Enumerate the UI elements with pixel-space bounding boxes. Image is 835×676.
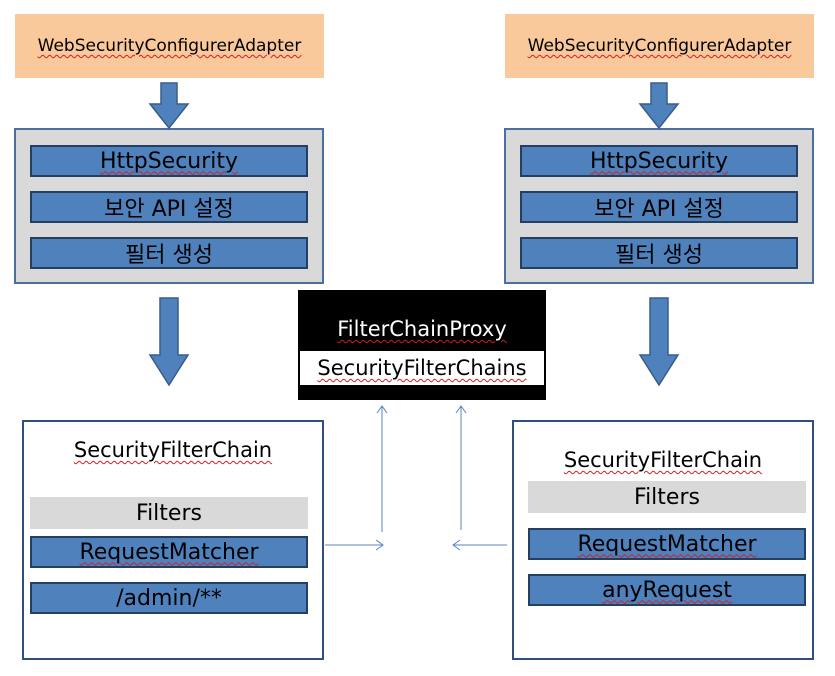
left-panel-down-arrow xyxy=(148,297,190,387)
right-adapter-down-arrow xyxy=(638,82,680,130)
filterchainproxy-title: FilterChainProxy xyxy=(298,317,546,341)
right-adapter-box: WebSecurityConfigurerAdapter xyxy=(505,14,814,78)
right-chain-title-text: SecurityFilterChain xyxy=(563,448,763,472)
right-requestmatcher-label: RequestMatcher xyxy=(577,531,757,557)
right-httpsecurity-bar: HttpSecurity xyxy=(520,145,798,177)
right-pattern-bar: anyRequest xyxy=(528,574,806,606)
left-chain-title-text: SecurityFilterChain xyxy=(73,438,273,462)
right-adapter-label: WebSecurityConfigurerAdapter xyxy=(527,36,792,56)
left-adapter-label: WebSecurityConfigurerAdapter xyxy=(37,36,302,56)
right-filters-row: Filters xyxy=(528,481,806,513)
right-api-config-bar: 보안 API 설정 xyxy=(520,191,798,223)
left-connector-arrowhead-right xyxy=(375,539,384,551)
left-requestmatcher-label: RequestMatcher xyxy=(79,539,259,565)
right-filter-create-label: 필터 생성 xyxy=(615,243,703,268)
left-pattern-label: /admin/** xyxy=(116,585,222,611)
right-filters-label: Filters xyxy=(634,484,700,510)
left-connector-arrowhead-up xyxy=(376,405,388,414)
left-httpsecurity-label: HttpSecurity xyxy=(99,148,239,174)
right-filter-create-bar: 필터 생성 xyxy=(520,237,798,269)
right-panel-down-arrow xyxy=(638,297,680,387)
left-api-config-bar: 보안 API 설정 xyxy=(30,191,308,223)
right-httpsecurity-label: HttpSecurity xyxy=(589,148,729,174)
left-chain-title: SecurityFilterChain xyxy=(24,438,322,462)
securityfilterchains-row: SecurityFilterChains xyxy=(300,351,544,385)
left-filter-create-label: 필터 생성 xyxy=(125,243,213,268)
right-api-config-label: 보안 API 설정 xyxy=(594,197,724,222)
left-api-config-label: 보안 API 설정 xyxy=(104,197,234,222)
left-adapter-down-arrow xyxy=(148,82,190,130)
left-filters-label: Filters xyxy=(136,500,202,526)
left-httpsecurity-bar: HttpSecurity xyxy=(30,145,308,177)
right-requestmatcher-bar: RequestMatcher xyxy=(528,528,806,560)
left-requestmatcher-bar: RequestMatcher xyxy=(30,536,308,568)
right-connector-arrowhead-left xyxy=(452,539,461,551)
filterchainproxy-title-text: FilterChainProxy xyxy=(337,317,507,341)
left-adapter-box: WebSecurityConfigurerAdapter xyxy=(15,14,324,78)
left-filters-row: Filters xyxy=(30,497,308,529)
right-chain-title: SecurityFilterChain xyxy=(514,448,812,472)
right-pattern-label: anyRequest xyxy=(602,577,732,603)
right-connector-arrowhead-up xyxy=(455,405,467,414)
left-pattern-bar: /admin/** xyxy=(30,582,308,614)
securityfilterchains-label: SecurityFilterChains xyxy=(317,356,527,380)
left-filter-create-bar: 필터 생성 xyxy=(30,237,308,269)
